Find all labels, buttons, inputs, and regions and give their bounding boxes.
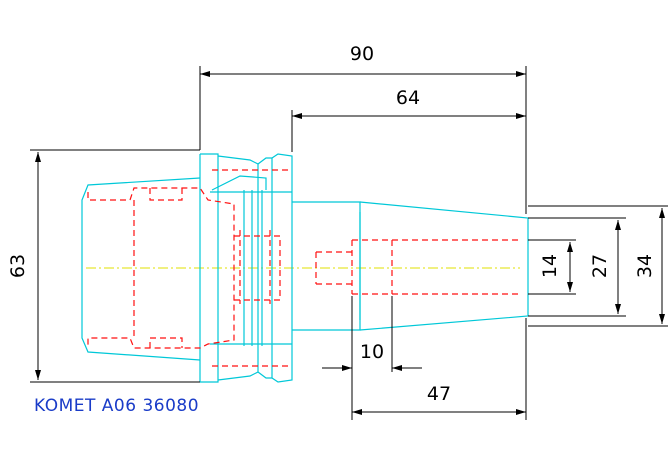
dim-27: 27 (589, 254, 611, 278)
dim-34: 34 (634, 254, 656, 278)
hidden-lines (87, 169, 520, 367)
dim-90: 90 (350, 43, 374, 65)
dim-63: 63 (7, 254, 29, 278)
dim-47: 47 (427, 383, 451, 405)
dim-14: 14 (539, 254, 561, 278)
extension-lines (30, 66, 668, 420)
dimension-lines (35, 71, 665, 415)
dim-10: 10 (360, 341, 384, 363)
part-label: KOMET A06 36080 (34, 396, 200, 416)
holder-outline (81, 153, 529, 383)
dim-64: 64 (396, 87, 420, 109)
